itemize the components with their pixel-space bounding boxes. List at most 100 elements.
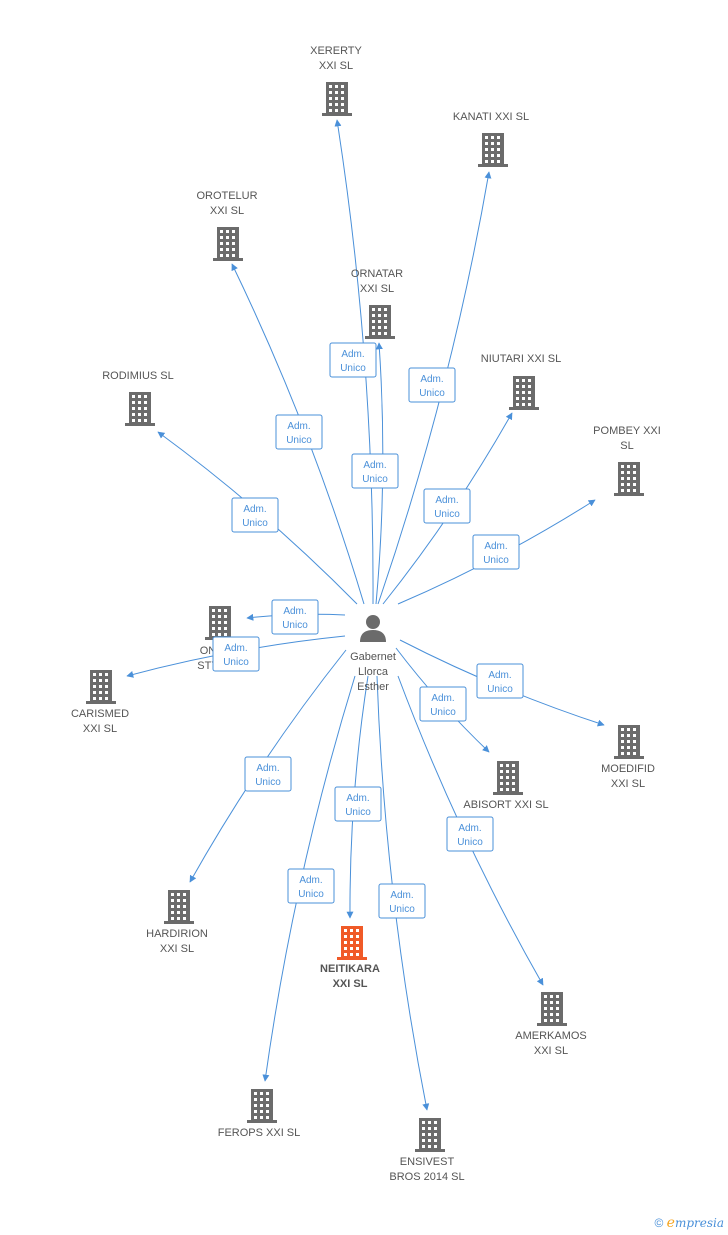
company-name-line: XERERTY [310,45,362,57]
building-icon [86,670,116,704]
relation-text: Unico [419,388,445,399]
building-icon [415,1118,445,1152]
company-node-rodimius[interactable]: RODIMIUS SL [102,370,174,426]
company-node-niutari[interactable]: NIUTARI XXI SL [481,353,561,410]
relation-badge-pombey[interactable]: Adm. Unico [472,534,520,570]
company-name-line: XXI SL [611,778,645,790]
building-icon [213,227,243,261]
relation-text: Unico [430,707,456,718]
relation-badge-niutari[interactable]: Adm. Unico [423,488,471,524]
company-name-line: SL [620,440,633,452]
relation-text: Adm. [283,606,306,617]
company-name-line: RODIMIUS SL [102,370,174,382]
company-node-pombey[interactable]: POMBEY XXI SL [593,425,661,496]
relation-badge-neitikara[interactable]: Adm.Unico [334,786,382,822]
building-icon [247,1089,277,1123]
company-node-ornatar[interactable]: ORNATAR XXI SL [351,268,403,339]
company-name-line: CARISMED [71,708,129,720]
person-name-line: Llorca [358,666,389,678]
person-name-line: Esther [357,681,389,693]
company-node-amerkamos[interactable]: AMERKAMOS XXI SL [515,992,587,1057]
relation-text: Adm. [299,875,322,886]
relation-text: Unico [457,837,483,848]
relation-badge-xererty[interactable]: Adm. Unico [329,342,377,378]
company-node-xererty[interactable]: XERERTY XXI SL [310,45,363,116]
company-name-line: XXI SL [83,723,117,735]
relation-badge-ornatar[interactable]: Adm.Unico [351,453,399,489]
company-name-line: XXI SL [360,283,394,295]
relation-text: Adm. [224,643,247,654]
relation-text: Unico [340,363,366,374]
building-icon [205,606,235,640]
relation-text: Adm. [390,890,413,901]
company-name-line: BROS 2014 SL [389,1171,464,1183]
building-icon [322,82,352,116]
copyright-notice[interactable]: © empresia [654,1215,724,1231]
relation-badge-carismed[interactable]: Adm. Unico [212,636,260,672]
company-node-kanati[interactable]: KANATI XXI SL [453,111,529,167]
company-name-line: OROTELUR [196,190,257,202]
company-name-line: ORNATAR [351,268,403,280]
building-icon [493,761,523,795]
relation-text: Adm. [420,374,443,385]
building-icon [478,133,508,167]
relation-text: Adm. [243,504,266,515]
building-icon [614,725,644,759]
relation-badge-rodimius[interactable]: Adm.Unico [231,497,279,533]
relation-text: Unico [434,509,460,520]
relation-text: Adm. [346,793,369,804]
relation-text: Unico [298,889,324,900]
relation-text: Adm. [484,541,507,552]
company-name-line: MOEDIFID [601,763,655,775]
company-name-line: XXI SL [319,60,353,72]
building-icon [164,890,194,924]
person-name-line: Gabernet [350,651,396,663]
relation-text: Unico [255,777,281,788]
relation-text: Adm. [435,495,458,506]
building-icon [337,926,367,960]
nodes-layer: XERERTY XXI SL KANATI XXI SL OROTELUR XXI SL… [71,45,661,1183]
relation-badge-abisort[interactable]: Adm. Unico [419,686,467,722]
company-name-line: XXI SL [534,1045,568,1057]
company-name-line: XXI SL [160,943,194,955]
relation-badge-hardirion[interactable]: Adm. Unico [244,756,292,792]
relation-badge-kanati[interactable]: Adm. Unico [408,367,456,403]
relation-text: Unico [487,684,513,695]
company-name-line: XXI SL [210,205,244,217]
relation-badge-ensivest[interactable]: Adm. Unico [378,883,426,919]
company-node-orotelur[interactable]: OROTELUR XXI SL [196,190,258,261]
company-name-line: NIUTARI XXI SL [481,353,561,365]
company-name-line: NEITIKARA [320,963,380,975]
building-icon [125,392,155,426]
company-name-line: ABISORT XXI SL [463,799,548,811]
relation-badge-onsty[interactable]: Adm.Unico [271,599,319,635]
copyright-symbol: © [654,1216,664,1230]
person-icon [360,615,386,642]
relation-text: Adm. [256,763,279,774]
relation-badge-orotelur[interactable]: Adm.Unico [275,414,323,450]
relation-text: Unico [483,555,509,566]
company-node-carismed[interactable]: CARISMED XXI SL [71,670,129,735]
company-name-line: KANATI XXI SL [453,111,529,123]
company-node-moedifid[interactable]: MOEDIFID XXI SL [601,725,655,790]
relation-text: Adm. [341,349,364,360]
building-icon [509,376,539,410]
brand-initial: e [666,1215,675,1231]
relation-badge-ferops[interactable]: Adm. Unico [287,868,335,904]
company-name-line: FEROPS XXI SL [218,1127,301,1139]
company-name-line: POMBEY XXI [593,425,661,437]
relation-badge-amerkamos[interactable]: Adm.Unico [446,816,494,852]
company-node-abisort[interactable]: ABISORT XXI SL [463,761,549,811]
building-icon [614,462,644,496]
company-name-line: AMERKAMOS [515,1030,587,1042]
relation-badge-moedifid[interactable]: Adm.Unico [476,663,524,699]
relation-text: Unico [223,657,249,668]
relation-text: Unico [389,904,415,915]
relation-text: Adm. [431,693,454,704]
company-node-ferops[interactable]: FEROPS XXI SL [218,1089,301,1139]
